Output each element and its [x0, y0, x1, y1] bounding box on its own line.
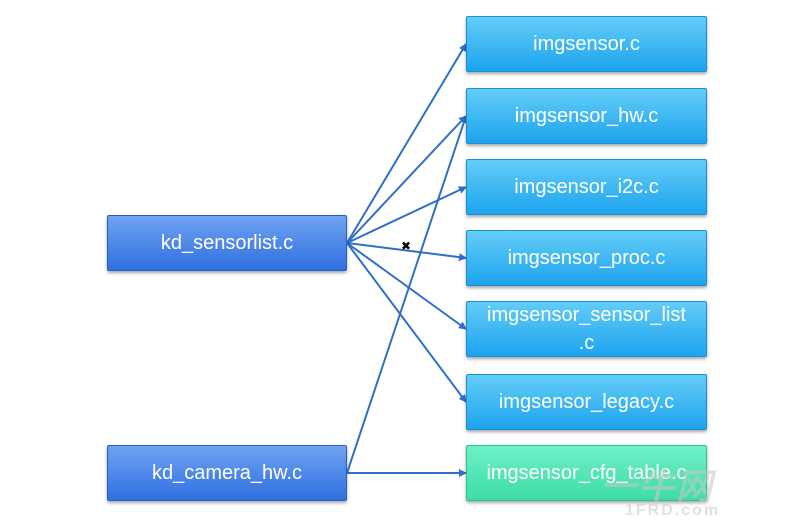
arrow-kd_sensorlist-to-imgsensor_sensor_list — [346, 242, 467, 330]
node-label: imgsensor_legacy.c — [498, 391, 675, 413]
node-label: imgsensor_proc.c — [507, 247, 666, 269]
node-imgsensor-i2c: imgsensor_i2c.c — [466, 159, 707, 215]
node-label: imgsensor_hw.c — [514, 105, 659, 127]
node-kd-sensorlist: kd_sensorlist.c — [107, 215, 347, 271]
node-imgsensor-legacy: imgsensor_legacy.c — [466, 374, 707, 430]
node-label: imgsensor_sensor_list .c — [487, 304, 686, 354]
arrow-kd_sensorlist-to-imgsensor_hw — [346, 115, 467, 244]
arrow-kd_sensorlist-to-imgsensor_i2c — [346, 186, 467, 244]
node-kd-camera-hw: kd_camera_hw.c — [107, 445, 347, 501]
arrow-kd_sensorlist-to-imgsensor_legacy — [346, 242, 467, 403]
watermark-text: 一牛网 — [600, 466, 715, 507]
node-imgsensor-hw: imgsensor_hw.c — [466, 88, 707, 144]
arrow-kd_sensorlist-to-imgsensor — [346, 43, 467, 244]
node-label: imgsensor_cfg_table.c — [486, 462, 687, 484]
arrow-kd_sensorlist-to-imgsensor_proc — [346, 242, 467, 262]
node-label: kd_sensorlist.c — [160, 232, 294, 254]
watermark-subtext: 1FRD.com — [625, 502, 721, 519]
node-imgsensor-sensor-list: imgsensor_sensor_list .c — [466, 301, 707, 357]
node-label: kd_camera_hw.c — [151, 462, 303, 484]
node-imgsensor-cfg-table: imgsensor_cfg_table.c — [466, 445, 707, 501]
node-label: imgsensor.c — [533, 33, 640, 55]
mouse-cursor-icon: ✖ — [401, 239, 412, 253]
node-imgsensor: imgsensor.c — [466, 16, 707, 72]
arrow-kd_camera_hw-to-imgsensor_hw — [346, 115, 468, 474]
watermark-caption: 1FRD.com — [625, 502, 720, 520]
node-label: imgsensor_i2c.c — [514, 176, 659, 198]
watermark-logo: 一牛网 — [600, 458, 714, 510]
node-imgsensor-proc: imgsensor_proc.c — [466, 230, 707, 286]
